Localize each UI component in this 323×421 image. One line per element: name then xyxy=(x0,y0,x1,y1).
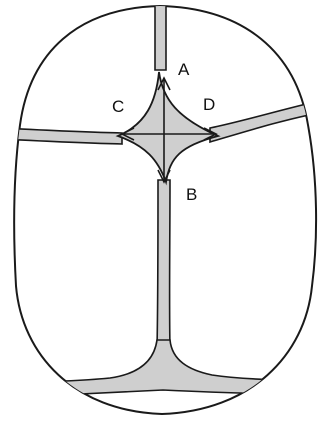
label-d: D xyxy=(203,95,215,114)
label-a: A xyxy=(178,60,190,79)
metopic-suture xyxy=(155,0,166,70)
label-b: B xyxy=(186,185,197,204)
sagittal-suture xyxy=(157,180,170,348)
label-c: C xyxy=(112,97,124,116)
